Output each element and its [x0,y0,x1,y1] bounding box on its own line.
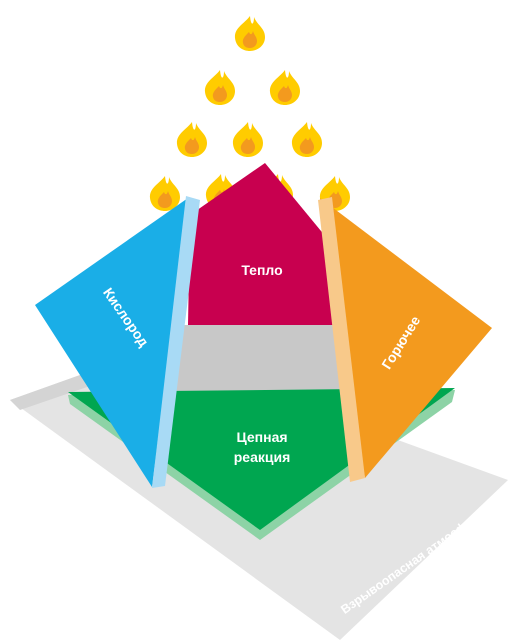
oxygen-face [35,198,188,487]
heat-face [188,163,335,325]
flame-icon [204,70,235,105]
flame-icon [149,176,180,211]
chain-reaction-label-line2: реакция [234,449,291,465]
flame-icon [232,122,263,157]
flame-icon [234,16,265,51]
flame-icon [176,122,207,157]
chain-reaction-label-line1: Цепная [236,429,287,445]
flame-icon [269,70,300,105]
fuel-face [320,198,492,478]
flame-icon [291,122,322,157]
oxygen-face-edge [152,196,200,488]
heat-label: Тепло [241,262,282,278]
shadow-band [160,325,365,395]
fuel-face-edge [318,197,365,482]
